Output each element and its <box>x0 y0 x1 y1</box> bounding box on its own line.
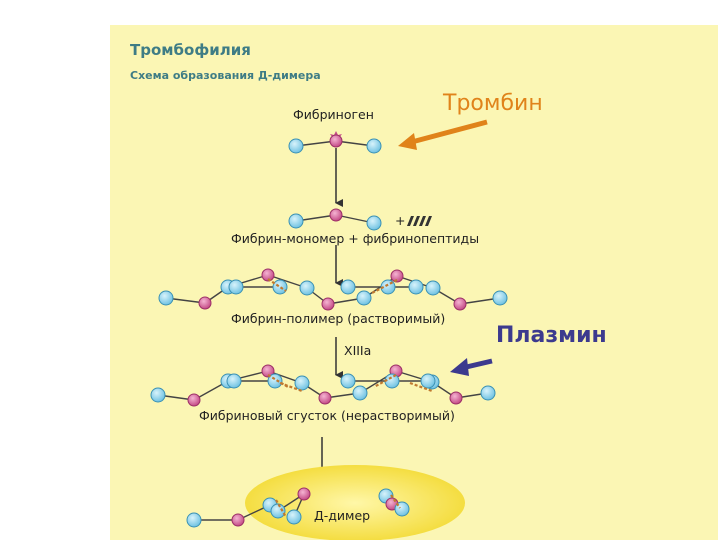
page-subtitle: Схема образования Д-димера <box>130 69 321 82</box>
blue-node <box>288 213 304 229</box>
pink-node <box>231 513 245 527</box>
label-polymer: Фибрин-полимер (растворимый) <box>231 311 446 326</box>
molecule-layer <box>150 134 508 528</box>
pink-node <box>318 391 332 405</box>
blue-node <box>340 373 356 389</box>
blue-node <box>480 385 496 401</box>
label-plasmin: Плазмин <box>496 323 607 348</box>
blue-node <box>294 375 310 391</box>
crosslink-bond <box>275 499 287 518</box>
blue-node <box>425 280 441 296</box>
blue-node <box>286 509 302 525</box>
plasmin-arrow <box>450 358 493 376</box>
crosslink-bond <box>409 381 433 393</box>
label-clot: Фибриновый сгусток (нерастворимый) <box>199 408 455 423</box>
blue-node <box>150 387 166 403</box>
blue-node <box>267 373 283 389</box>
blue-node <box>272 279 288 295</box>
crosslink-bond <box>267 374 289 388</box>
pink-node <box>453 297 467 311</box>
blue-node <box>228 279 244 295</box>
blue-node <box>408 279 424 295</box>
blue-node <box>270 503 286 519</box>
label-monomer: Фибрин-мономер + фибринопептиды <box>231 231 480 246</box>
label-factor: XIIIa <box>344 343 372 358</box>
crosslink-bond <box>373 374 397 388</box>
blue-node <box>352 385 368 401</box>
pink-node <box>297 487 311 501</box>
blue-node <box>186 512 202 528</box>
blue-node <box>492 290 508 306</box>
blue-node <box>226 373 242 389</box>
diagram-canvas <box>150 119 508 540</box>
crosslink-bond <box>267 278 287 292</box>
label-plus: + <box>395 213 406 228</box>
fibrinopeptide-marks <box>407 216 432 226</box>
crosslink-bond <box>279 381 303 393</box>
pink-node <box>390 269 404 283</box>
blue-node <box>366 138 382 154</box>
crosslink-bond <box>390 494 401 509</box>
label-thrombin: Тромбин <box>443 91 543 116</box>
pink-node <box>261 268 275 282</box>
pink-node <box>329 134 343 148</box>
thrombin-arrow <box>398 119 488 150</box>
blue-node <box>288 138 304 154</box>
blue-node <box>158 290 174 306</box>
pink-node <box>321 297 335 311</box>
label-fibrinogen: Фибриноген <box>293 107 374 122</box>
pink-node <box>187 393 201 407</box>
pink-node <box>198 296 212 310</box>
pink-node <box>261 364 275 378</box>
ddimer-ellipse <box>245 465 465 540</box>
blue-node <box>420 373 436 389</box>
pink-node <box>449 391 463 405</box>
blue-node <box>356 290 372 306</box>
blue-node <box>299 280 315 296</box>
label-ddimer: Д-димер <box>314 508 371 523</box>
slide: Тромбофилия Схема образования Д-димера <box>110 25 718 540</box>
pink-node <box>329 208 343 222</box>
page-title: Тромбофилия <box>130 41 251 59</box>
blue-node <box>340 279 356 295</box>
blue-node <box>366 215 382 231</box>
